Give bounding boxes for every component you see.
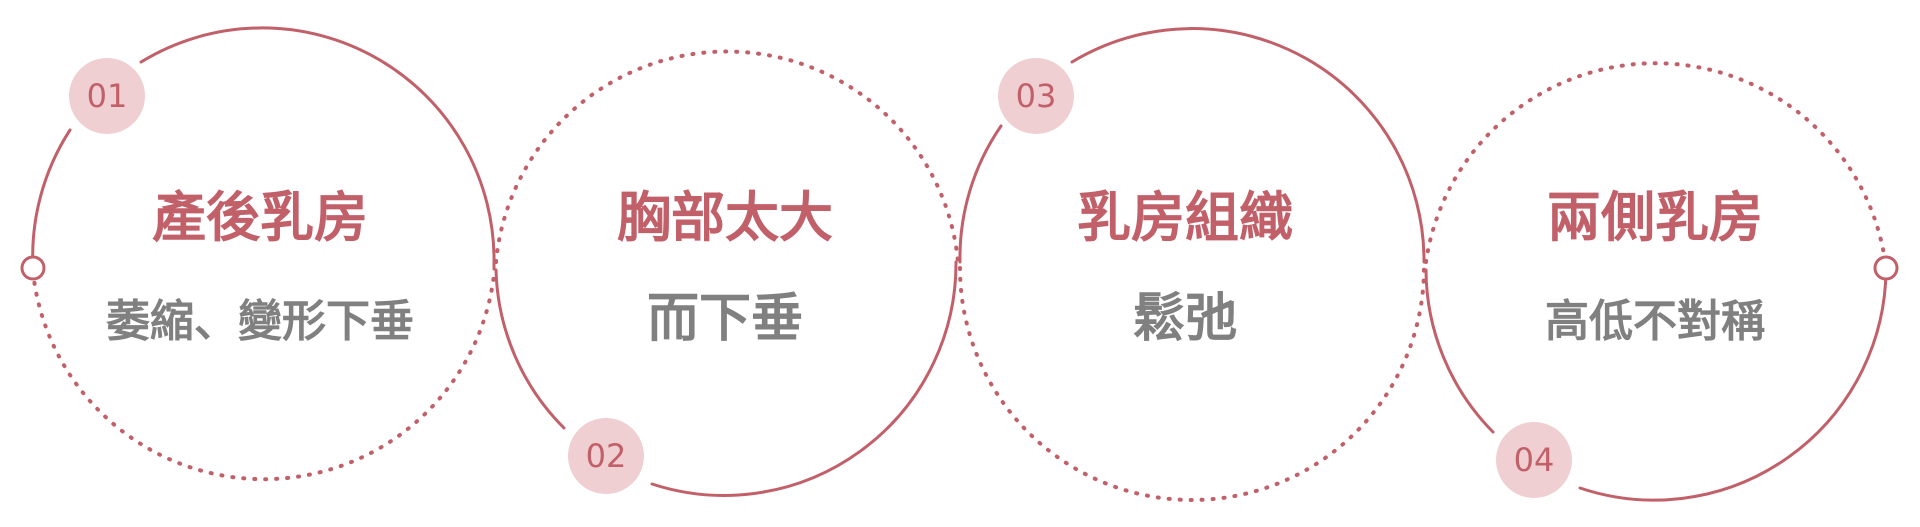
step-2: 02 胸部太大 而下垂	[494, 49, 960, 497]
step-2-description: 而下垂	[647, 289, 803, 349]
step-2-title: 胸部太大	[617, 186, 833, 249]
step-4-number: 04	[1514, 441, 1555, 479]
step-1: 01 產後乳房 萎縮、變形下垂	[20, 26, 496, 482]
step-1-title: 產後乳房	[152, 186, 368, 249]
step-1-solid-arc	[139, 26, 496, 271]
step-1-dotted-arc	[31, 270, 496, 482]
step-1-number-badge	[69, 58, 145, 134]
step-1-solid-arc-left	[31, 128, 72, 270]
step-3-number-badge	[998, 58, 1074, 134]
step-4-number-badge	[1496, 422, 1572, 498]
step-1-description: 萎縮、變形下垂	[106, 296, 414, 347]
step-3: 03 乳房組織 鬆弛	[958, 27, 1426, 502]
step-3-solid-arc	[1070, 27, 1426, 264]
step-3-solid-arc-left	[958, 124, 1003, 264]
step-3-description: 鬆弛	[1133, 289, 1237, 349]
step-3-dotted-arc	[958, 266, 1426, 502]
step-1-endpoint-dot	[20, 255, 46, 281]
step-4-endpoint-dot	[1873, 255, 1899, 281]
step-4-solid-arc	[1424, 268, 1495, 434]
step-2-dotted-arc	[494, 49, 960, 264]
step-4-description: 高低不對稱	[1545, 296, 1765, 347]
step-2-solid-arc-bottom	[650, 260, 958, 497]
step-2-solid-arc	[494, 268, 566, 430]
step-3-title: 乳房組織	[1077, 186, 1293, 249]
step-4-solid-arc-bottom	[1578, 268, 1888, 502]
step-1-number: 01	[87, 77, 128, 115]
step-2-number-badge	[568, 418, 644, 494]
step-4-title: 兩側乳房	[1547, 186, 1763, 249]
step-2-number: 02	[586, 437, 627, 475]
step-3-number: 03	[1016, 77, 1057, 115]
step-4: 04 兩側乳房 高低不對稱	[1424, 61, 1899, 502]
